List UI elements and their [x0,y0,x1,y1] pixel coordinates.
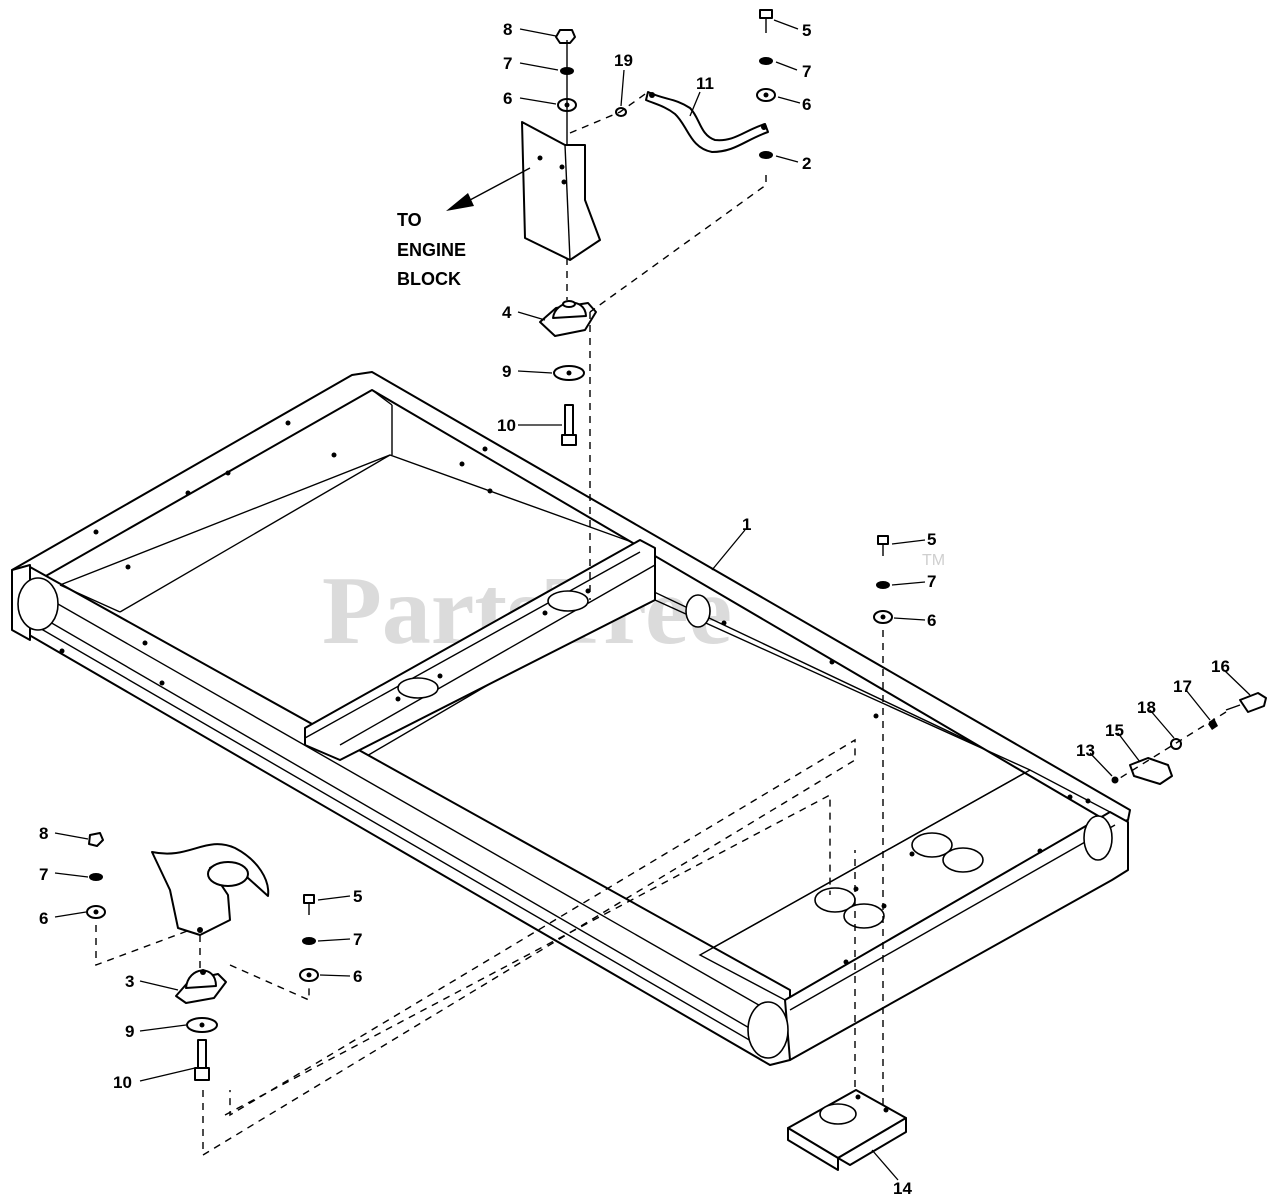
frame-hole [843,903,885,929]
frame-base [11,371,1131,1066]
callout-13: 13 [1076,741,1095,760]
callout-5: 5 [353,887,362,906]
frame-hole [685,594,711,628]
callout-1: 1 [742,515,751,534]
engine-block-arrow [446,167,531,211]
callout-9: 9 [125,1022,134,1041]
bracket-14 [787,1089,907,1171]
note-line2: ENGINE [397,240,466,260]
callout-6: 6 [927,611,936,630]
callout-17: 17 [1173,677,1192,696]
frame-hole [747,1001,789,1059]
callout-10: 10 [497,416,516,435]
nut-13 [1111,776,1119,784]
assembly-lines-lower [95,738,856,1157]
switch-15 [1129,757,1173,785]
frame-hole [547,590,589,612]
bolt-16 [1239,692,1267,713]
mount-3 [175,969,227,1081]
callout-16: 16 [1211,657,1230,676]
callout-19: 19 [614,51,633,70]
callout-7: 7 [927,572,936,591]
callout-5: 5 [802,21,811,40]
leader-lines [54,19,1251,1181]
callout-8: 8 [503,20,512,39]
callout-4: 4 [502,303,512,322]
bolt-10 [564,404,574,436]
callout-8: 8 [39,824,48,843]
callout-10: 10 [113,1073,132,1092]
engine-bracket [521,121,601,261]
frame-right-panel [698,769,1112,1001]
callout-14: 14 [893,1179,912,1198]
frame-hole [911,832,953,858]
assembly-lines-upper [566,91,767,600]
note-line3: BLOCK [397,269,461,289]
callout-2: 2 [802,154,811,173]
mount-4 [539,300,597,446]
bracket-arm-11 [645,91,769,153]
callout-18: 18 [1137,698,1156,717]
engine-foot [151,843,270,936]
washer-17 [1208,718,1218,730]
bolt-head [759,9,773,19]
bolt-10 [197,1039,207,1071]
hardware-right-top [873,535,893,1110]
hardware-upper-left [555,29,627,145]
frame-hole [1083,815,1113,861]
watermark-tm: TM [922,552,945,569]
hardware-upper-right [756,9,776,159]
frame-hole [397,677,439,699]
callout-7: 7 [802,62,811,81]
frame-hole [17,577,59,631]
frame-back-rail [11,371,1131,825]
frame-hole [942,847,984,873]
callout-7: 7 [353,930,362,949]
callout-6: 6 [503,89,512,108]
callout-7: 7 [503,54,512,73]
callout-5: 5 [927,530,936,549]
switch-assembly [1111,692,1267,785]
callouts: 8 7 6 19 11 5 7 6 2 4 9 10 1 5 7 6 16 17… [39,20,1230,1198]
callout-7: 7 [39,865,48,884]
callout-6: 6 [39,909,48,928]
callout-9: 9 [502,362,511,381]
note-line1: TO [397,210,422,230]
callout-3: 3 [125,972,134,991]
nut-2 [759,151,773,159]
callout-6: 6 [353,967,362,986]
callout-11: 11 [696,74,714,93]
callout-6: 6 [802,95,811,114]
lock-washer [759,57,773,65]
hex-nut [555,29,576,44]
callout-15: 15 [1105,721,1124,740]
hex-nut [88,832,104,847]
hardware-lower-left [86,832,319,982]
